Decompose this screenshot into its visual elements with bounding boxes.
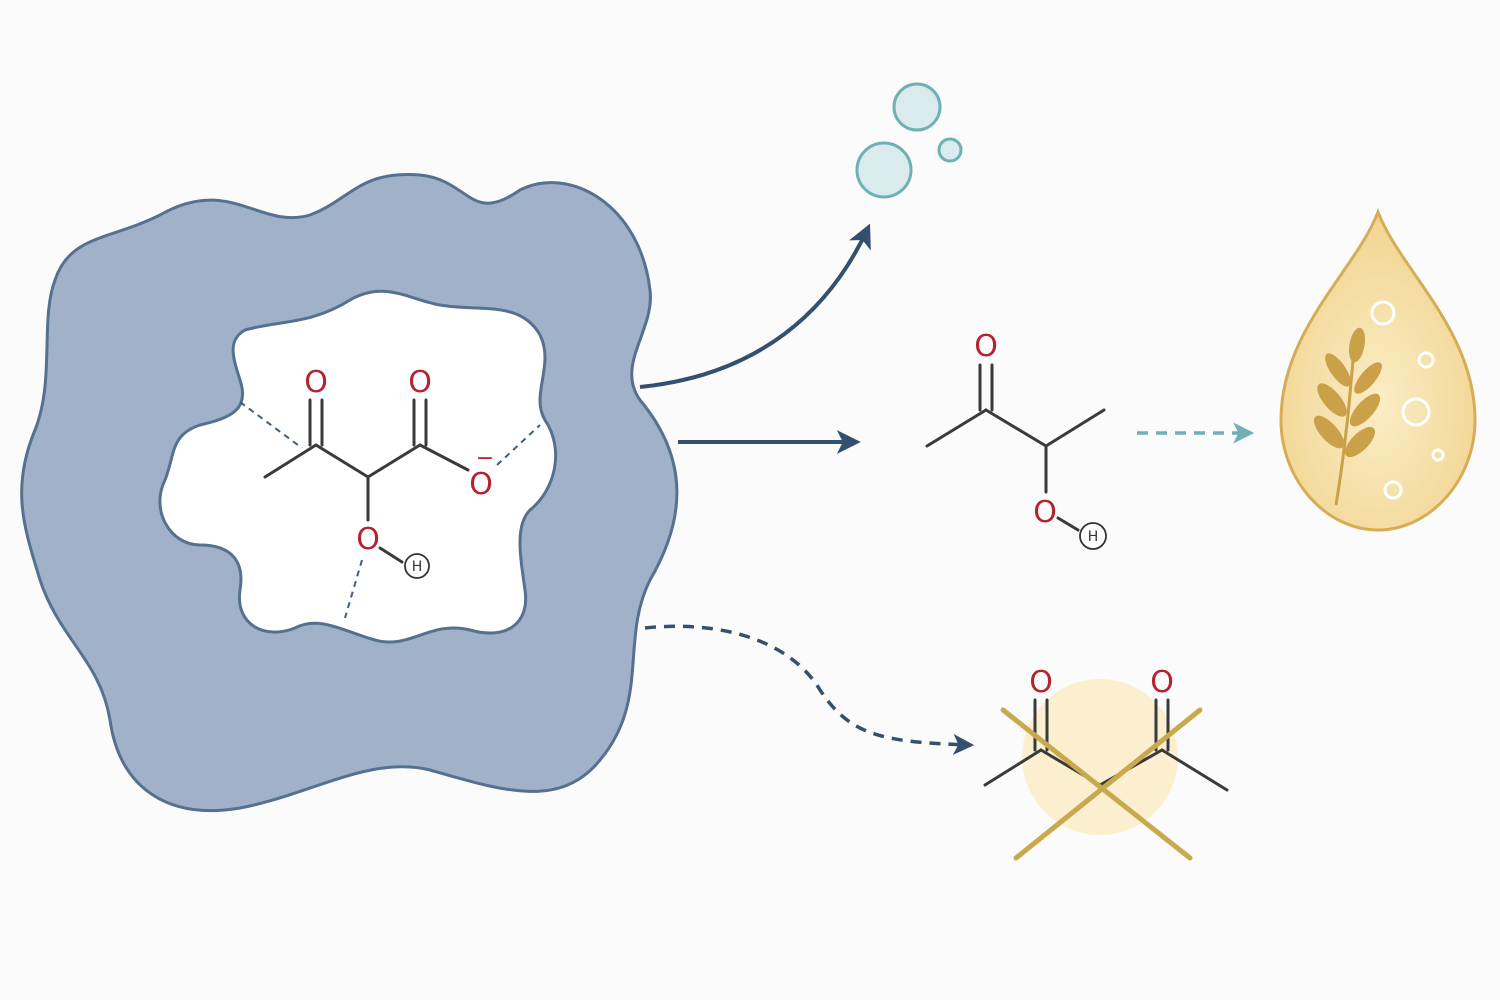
product-hydroxyl-oxygen: O [1033,495,1057,530]
wheat-grain [1317,383,1347,417]
drop-bubble [1401,397,1431,427]
wheat-grain [1344,426,1376,458]
hydroxyl-hydrogen: H [412,559,423,575]
bond [1160,748,1229,792]
bond [984,408,1048,448]
ketone-oxygen: O [304,365,328,400]
bond [1044,408,1106,448]
bond [366,443,422,479]
hydrogen-circle [404,553,430,579]
enzyme-active-site [158,289,558,644]
bond [314,443,370,479]
bond [925,408,988,448]
wheat-grain [1325,353,1351,387]
carboxylate-oxygen: O [469,467,493,502]
wheat-grain [1354,362,1382,394]
drop-bubble [1431,448,1445,462]
drop-bubbles [1370,300,1445,500]
substrate-molecule: O O O − O H [239,365,541,619]
side-product-right-oxygen: O [1150,665,1174,700]
wheat-icon [1313,327,1382,506]
highlight-circle [1022,679,1178,835]
bubble [855,141,913,199]
drop-bubble [1370,300,1396,326]
cross-stroke [1013,707,1203,861]
bond [263,443,318,479]
product-ketone-oxygen: O [974,329,998,364]
drop-bubble [1383,480,1403,500]
bond [1056,516,1080,532]
blocked-x-icon [1000,707,1203,861]
wheat-grain [1349,327,1365,363]
bond [983,748,1043,787]
flavor-drop-icon [1279,207,1477,532]
bubble [892,82,942,132]
bond [418,443,470,472]
hydrogen-bond-line [496,424,541,466]
cross-stroke [1000,707,1193,861]
hydroxyl-oxygen: O [356,522,380,557]
negative-charge: − [476,446,494,471]
hydrogen-bond-line [239,401,303,449]
bond [378,546,404,564]
co2-bubbles-icon [855,82,963,199]
enzyme [20,172,679,813]
arrow-to-side-product [644,624,975,755]
side-product-left-oxygen: O [1029,665,1053,700]
blocked-side-product: O O [983,665,1229,861]
bubble [937,137,963,163]
drop-bubble [1417,351,1435,369]
hydrogen-circle [1079,522,1107,550]
carboxyl-oxygen: O [408,365,432,400]
wheat-grain [1349,393,1381,427]
product-hydroxyl-hydrogen: H [1088,529,1099,545]
arrow-to-gas [639,223,871,389]
wheat-grain [1313,415,1345,449]
product-molecule: O O H [925,329,1107,550]
